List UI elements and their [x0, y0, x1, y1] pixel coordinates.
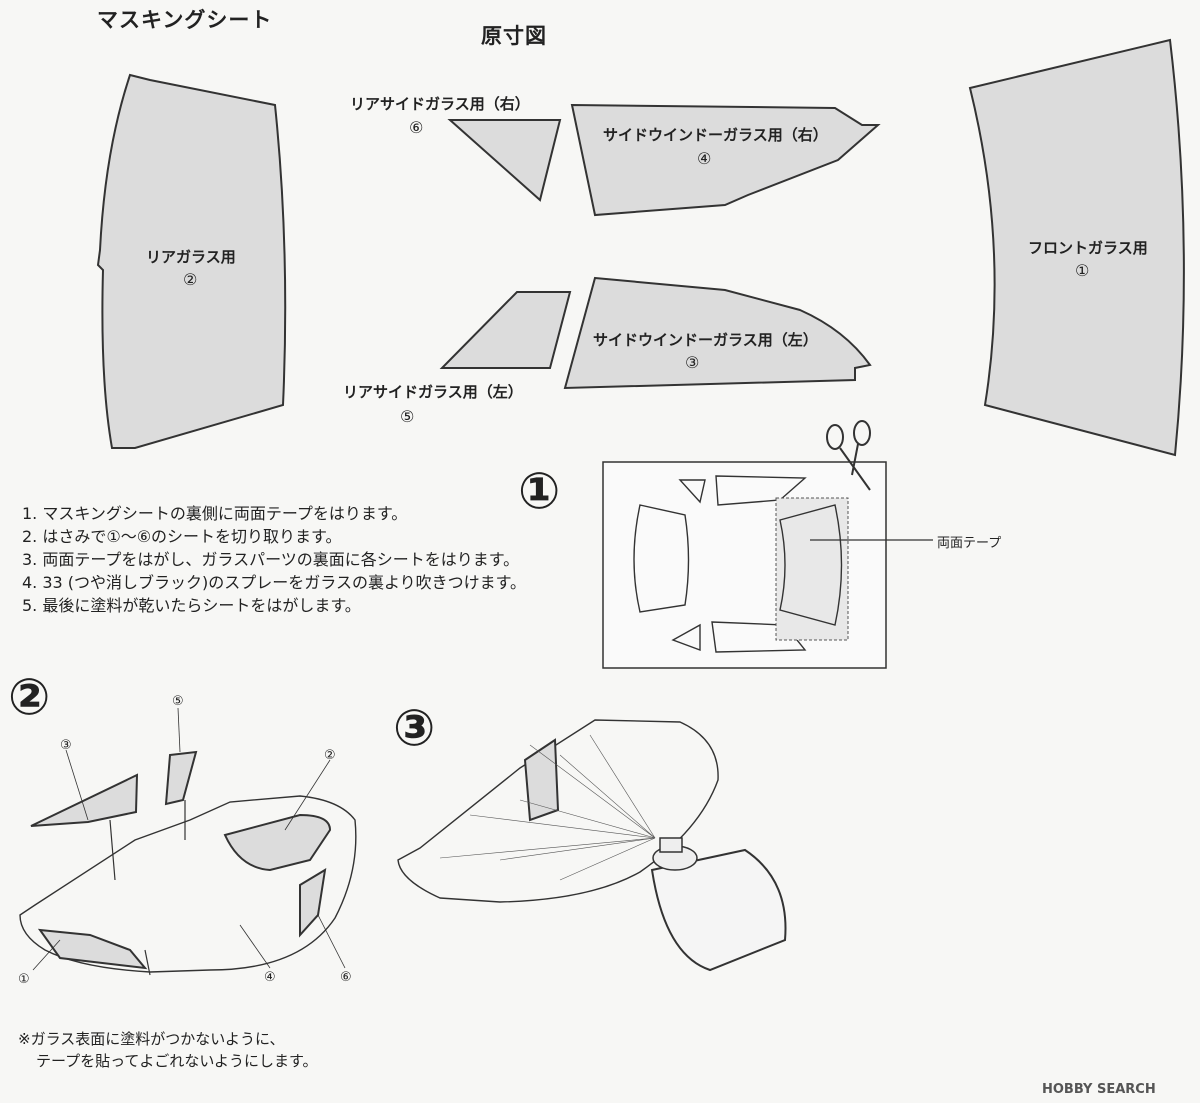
step1-illustration — [602, 420, 933, 669]
rear-side-left-label: リアサイドガラス用（左） — [343, 383, 523, 401]
side-window-right-sheet — [570, 103, 881, 217]
side-window-right-label: サイドウインドーガラス用（右） — [603, 126, 828, 144]
step2-callout-3: ③ — [60, 738, 72, 753]
step2-callout-2: ② — [324, 748, 336, 763]
footnote-line: ※ガラス表面に塗料がつかないように、 — [18, 1030, 285, 1048]
rear-glass-label: リアガラス用 — [146, 248, 236, 266]
instruction-item: 1. マスキングシートの裏側に両面テープをはります。 — [22, 504, 408, 523]
rear-side-right-label: リアサイドガラス用（右） — [350, 95, 530, 113]
side-window-left-sheet — [563, 276, 872, 390]
rear-glass-sheet — [96, 73, 287, 449]
step2-illustration — [19, 707, 357, 976]
rear-side-right-sheet — [447, 119, 562, 202]
instruction-list: 1. マスキングシートの裏側に両面テープをはります。 2. はさみで①～⑥のシー… — [22, 502, 526, 617]
step2-callout-1: ① — [18, 972, 30, 987]
step2-number: ② — [8, 668, 51, 726]
side-window-left-label: サイドウインドーガラス用（左） — [593, 331, 818, 349]
masking-sheet-heading: マスキングシート — [97, 8, 273, 32]
actual-size-heading: 原寸図 — [481, 24, 547, 48]
front-glass-label: フロントガラス用 — [1028, 239, 1148, 257]
scissors-icon — [826, 420, 871, 491]
rear-glass-number: ② — [183, 270, 198, 289]
step3-illustration — [397, 719, 787, 972]
instruction-item: 2. はさみで①～⑥のシートを切り取ります。 — [22, 527, 342, 546]
rear-side-right-number: ⑥ — [409, 118, 424, 137]
front-glass-sheet — [968, 38, 1185, 457]
watermark: HOBBY SEARCH — [1042, 1082, 1156, 1097]
step2-callout-5: ⑤ — [172, 694, 184, 709]
step1-number: ① — [518, 462, 561, 520]
rear-side-left-number: ⑤ — [400, 407, 415, 426]
spray-can-icon — [650, 837, 787, 972]
double-sided-tape-label: 両面テープ — [937, 536, 1002, 551]
step3-number: ③ — [393, 699, 436, 757]
instruction-item: 3. 両面テープをはがし、ガラスパーツの裏面に各シートをはります。 — [22, 550, 520, 569]
side-window-right-number: ④ — [697, 149, 712, 168]
step2-callout-4: ④ — [264, 970, 276, 985]
rear-side-left-sheet — [439, 291, 572, 369]
instruction-item: 5. 最後に塗料が乾いたらシートをはがします。 — [22, 596, 361, 615]
front-glass-number: ① — [1075, 261, 1090, 280]
side-window-left-number: ③ — [685, 353, 700, 372]
instruction-item: 4. 33 (つや消しブラック)のスプレーをガラスの裏より吹きつけます。 — [22, 573, 527, 592]
step2-callout-6: ⑥ — [340, 970, 352, 985]
footnote-line: テープを貼ってよごれないようにします。 — [36, 1052, 318, 1070]
footnote: ※ガラス表面に塗料がつかないように、 テープを貼ってよごれないようにします。 — [18, 1028, 318, 1072]
